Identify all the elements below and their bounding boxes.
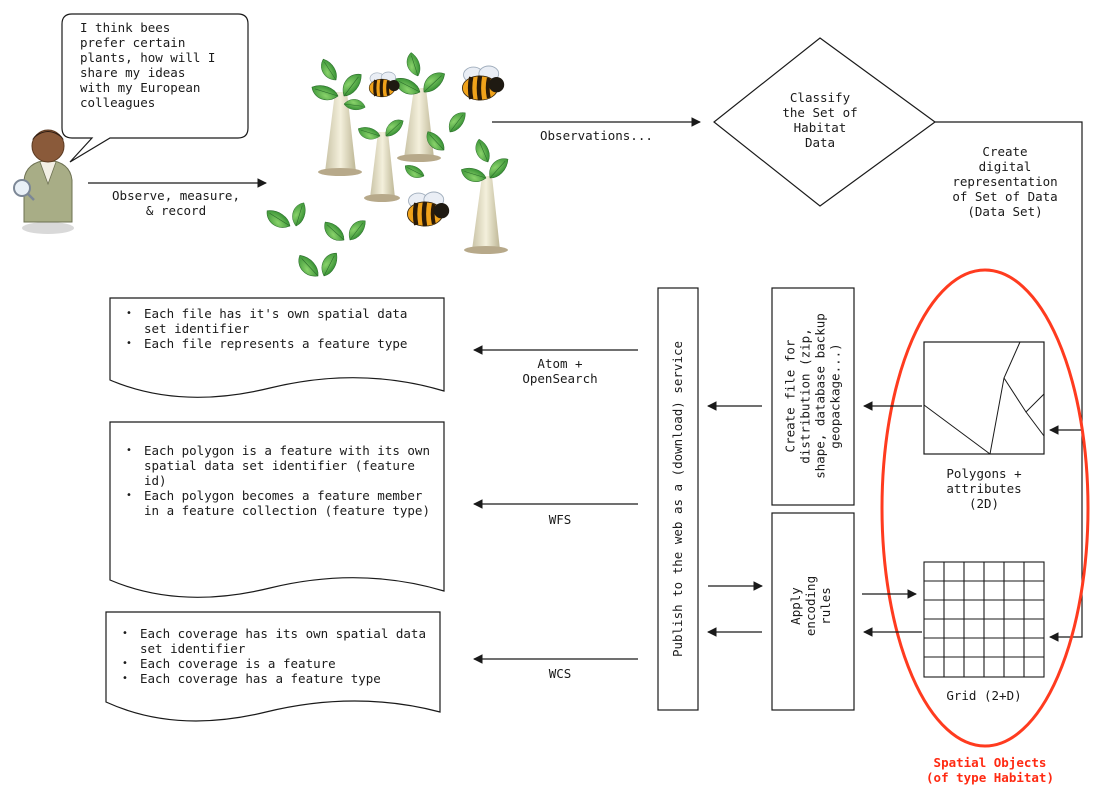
create-digital-line: of Set of Data — [952, 189, 1058, 204]
document-item: Each file has it's own spatial data set … — [126, 306, 436, 336]
wcs-label: WCS — [548, 666, 572, 681]
observe-label: Observe, measure, & record — [96, 188, 256, 218]
atom-line: OpenSearch — [522, 371, 598, 386]
apply-encoding-line: Apply — [788, 587, 803, 625]
apply-encoding-label: Apply encoding rules — [788, 526, 836, 686]
create-file-line: shape, database backup — [812, 313, 828, 479]
document-item: Each coverage has a feature type — [122, 671, 436, 686]
create-digital-line: digital — [978, 159, 1032, 174]
grid-figure — [923, 561, 1045, 678]
polygons-figure — [923, 341, 1045, 455]
observe-line: & record — [145, 203, 207, 218]
create-file-line: distribution (zip, — [797, 328, 813, 464]
create-file-box — [771, 287, 855, 506]
speech-line: plants, how will I — [80, 50, 216, 65]
polygons-line: attributes — [946, 481, 1022, 496]
create-file-line: Create file for — [782, 339, 798, 453]
document-item: Each polygon is a feature with its own s… — [126, 443, 436, 488]
wfs-label: WFS — [548, 512, 572, 527]
speech-line: share my ideas — [80, 65, 186, 80]
polygons-line: Polygons + — [946, 466, 1022, 481]
speech-bubble-shape — [61, 13, 249, 163]
classify-diamond — [713, 37, 937, 207]
atom-opensearch-label: Atom + OpenSearch — [510, 356, 610, 386]
apply-encoding-box — [771, 512, 855, 711]
create-file-label: Create file for distribution (zip, shape… — [783, 288, 843, 505]
spatial-objects-line: Spatial Objects — [933, 755, 1047, 770]
document-1-text: Each file has it's own spatial data set … — [120, 306, 436, 351]
create-digital-line: (Data Set) — [967, 204, 1043, 219]
create-digital-label: Create digital representation of Set of … — [930, 144, 1080, 219]
speech-line: prefer certain — [80, 35, 186, 50]
classify-line: the Set of — [782, 105, 858, 120]
publish-service-box — [657, 287, 699, 711]
grid-label: Grid (2+D) — [946, 688, 1022, 703]
document-3-text: Each coverage has its own spatial data s… — [116, 626, 436, 686]
classify-line: Habitat — [793, 120, 847, 135]
classify-label: Classify the Set of Habitat Data — [760, 90, 880, 150]
spatial-objects-line: (of type Habitat) — [926, 770, 1054, 785]
polygons-line: (2D) — [968, 496, 1000, 511]
classify-line: Data — [804, 135, 836, 150]
spatial-objects-label: Spatial Objects (of type Habitat) — [910, 755, 1070, 785]
speech-line: colleagues — [80, 95, 156, 110]
observe-line: Observe, measure, — [112, 188, 240, 203]
observations-label: Observations... — [540, 128, 653, 143]
create-digital-line: representation — [952, 174, 1058, 189]
speech-line: with my European — [80, 80, 201, 95]
publish-label: Publish to the web as a (download) servi… — [670, 340, 685, 658]
polygons-label: Polygons + attributes (2D) — [924, 466, 1044, 511]
create-file-line: geopackage...) — [827, 343, 843, 449]
document-item: Each polygon becomes a feature member in… — [126, 488, 436, 518]
create-digital-line: Create — [982, 144, 1028, 159]
document-2-text: Each polygon is a feature with its own s… — [120, 443, 436, 518]
observer-person-icon — [13, 129, 74, 234]
apply-encoding-line: rules — [818, 587, 833, 625]
classify-line: Classify — [789, 90, 851, 105]
spatial-objects-highlight — [880, 268, 1090, 748]
speech-line: I think bees — [80, 20, 171, 35]
habitat-plants-illustration — [262, 51, 513, 282]
document-item: Each coverage is a feature — [122, 656, 436, 671]
document-item: Each file represents a feature type — [126, 336, 436, 351]
speech-bubble-text: I think bees prefer certain plants, how … — [80, 20, 215, 110]
document-item: Each coverage has its own spatial data s… — [122, 626, 436, 656]
atom-line: Atom + — [537, 356, 583, 371]
apply-encoding-line: encoding — [803, 575, 818, 637]
